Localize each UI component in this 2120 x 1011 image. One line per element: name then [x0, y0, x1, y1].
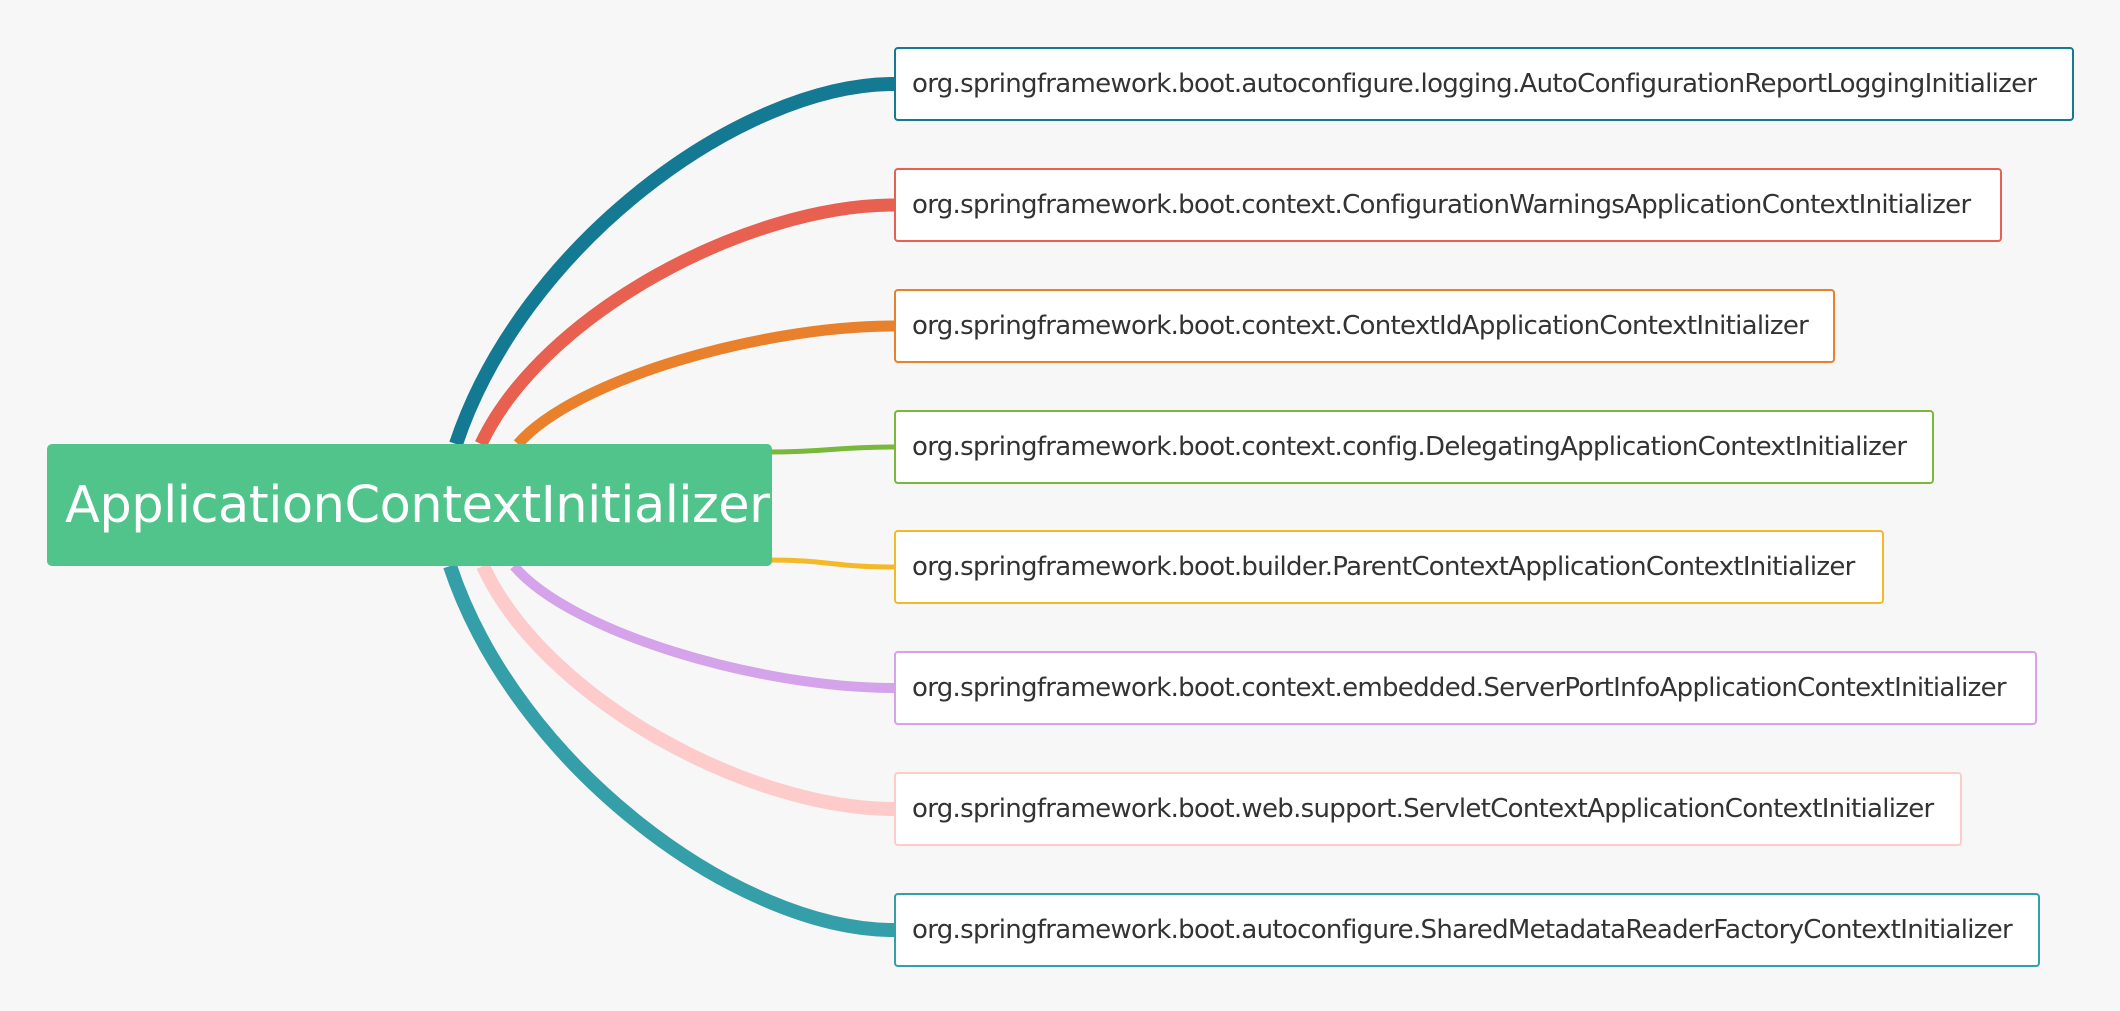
- child-node[interactable]: org.springframework.boot.autoconfigure.S…: [894, 893, 2040, 967]
- child-node-label: org.springframework.boot.context.Configu…: [912, 190, 1971, 220]
- root-node-label: ApplicationContextInitializer: [65, 475, 770, 535]
- connector-line: [513, 320, 895, 448]
- child-node[interactable]: org.springframework.boot.builder.ParentC…: [894, 530, 1884, 604]
- child-node[interactable]: org.springframework.boot.context.config.…: [894, 410, 1934, 484]
- child-node[interactable]: org.springframework.boot.context.Configu…: [894, 168, 2002, 242]
- connector-line: [767, 444, 895, 455]
- connector-line: [476, 563, 895, 816]
- connector-line: [767, 557, 895, 570]
- connector-line: [449, 77, 895, 447]
- child-node-label: org.springframework.boot.context.embedde…: [912, 673, 2007, 703]
- connector-line: [510, 562, 895, 693]
- child-node[interactable]: org.springframework.boot.context.embedde…: [894, 651, 2037, 725]
- child-node[interactable]: org.springframework.boot.context.Context…: [894, 289, 1835, 363]
- child-node[interactable]: org.springframework.boot.autoconfigure.l…: [894, 47, 2074, 121]
- child-node-label: org.springframework.boot.context.config.…: [912, 432, 1907, 462]
- child-node-label: org.springframework.boot.context.Context…: [912, 311, 1809, 341]
- child-node-label: org.springframework.boot.autoconfigure.l…: [912, 69, 2037, 99]
- connector-line: [443, 563, 895, 937]
- child-node[interactable]: org.springframework.boot.web.support.Ser…: [894, 772, 1962, 846]
- child-node-label: org.springframework.boot.web.support.Ser…: [912, 794, 1934, 824]
- child-node-label: org.springframework.boot.autoconfigure.S…: [912, 915, 2013, 945]
- root-node[interactable]: ApplicationContextInitializer: [47, 444, 772, 566]
- connector-line: [475, 198, 895, 447]
- child-node-label: org.springframework.boot.builder.ParentC…: [912, 552, 1855, 582]
